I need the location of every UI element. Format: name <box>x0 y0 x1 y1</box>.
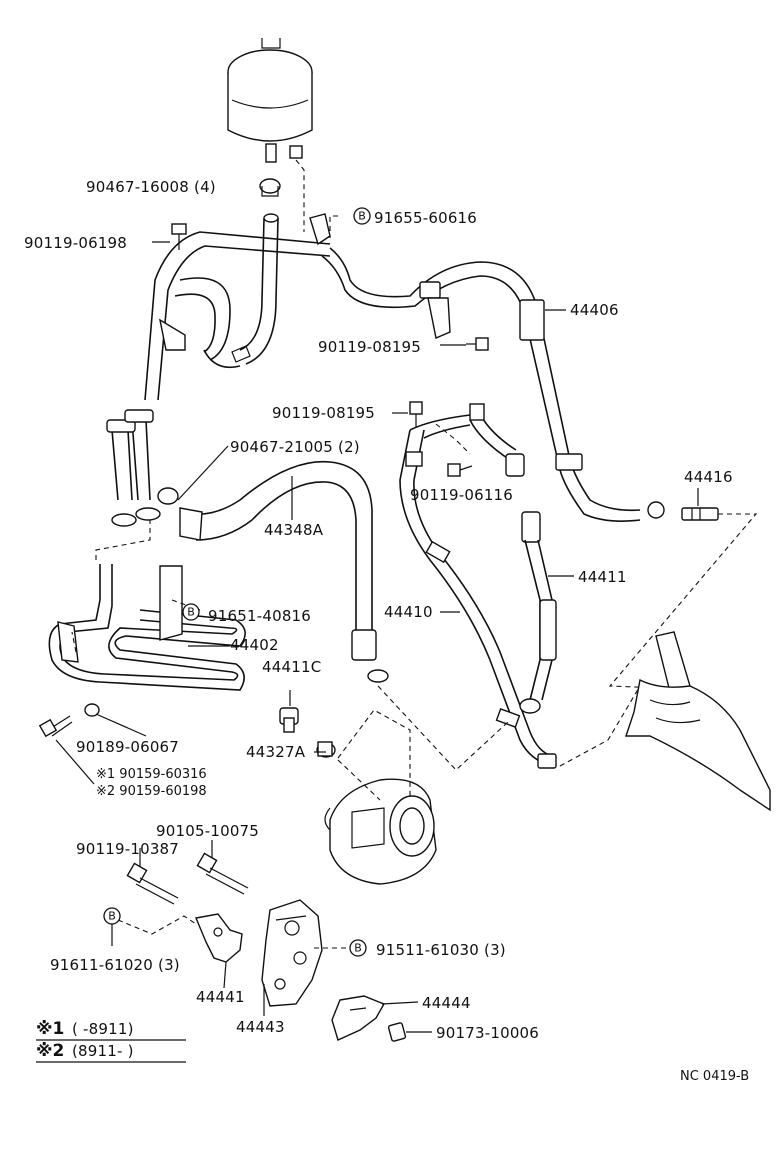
label-44411: 44411 <box>578 568 627 586</box>
clip-90173-10006 <box>387 1022 407 1042</box>
svg-text:B: B <box>187 606 195 619</box>
cooler-pipe-44402 <box>48 564 246 691</box>
label-44402: 44402 <box>230 636 279 654</box>
label-44443: 44443 <box>236 1018 285 1036</box>
label-90189-06067: 90189-06067 <box>76 738 179 756</box>
b-mark-91655: B <box>353 207 371 225</box>
hose-44406 <box>321 247 641 522</box>
label-90159-60316: ※1 90159-60316 <box>96 767 207 782</box>
svg-text:B: B <box>358 210 366 223</box>
label-44411C: 44411C <box>262 658 321 676</box>
bracket-44443 <box>261 899 323 1007</box>
label-44444: 44444 <box>422 994 471 1012</box>
hose-44348A <box>157 460 389 683</box>
note-1-mark: ※1 <box>36 1019 64 1039</box>
label-90159-60198: ※2 90159-60198 <box>96 784 207 799</box>
bracket-44444 <box>331 995 386 1041</box>
b-mark-91611: B <box>103 907 121 925</box>
svg-text:B: B <box>108 910 116 923</box>
label-90119-10387: 90119-10387 <box>76 840 179 858</box>
label-91655-60616: 91655-60616 <box>374 209 477 227</box>
svg-text:B: B <box>354 942 362 955</box>
hose-44411 <box>469 403 557 714</box>
b-mark-91651: B <box>182 603 200 621</box>
label-91511-61030: 91511-61030 (3) <box>376 941 506 959</box>
bolt-90119-10387 <box>126 862 179 905</box>
label-90467-16008: 90467-16008 (4) <box>86 178 216 196</box>
fitting-44416 <box>681 488 719 521</box>
label-44406: 44406 <box>570 301 619 319</box>
note-2-range: (8911- ) <box>72 1042 134 1060</box>
applicability-notes: ※1 ( -8911) ※2 (8911- ) <box>36 1019 186 1063</box>
label-90119-08195-a: 90119-08195 <box>318 338 421 356</box>
note-1-range: ( -8911) <box>72 1020 134 1038</box>
label-44416: 44416 <box>684 468 733 486</box>
bolt-90119-08195-b <box>409 401 423 428</box>
power-steering-pump <box>324 778 437 885</box>
label-44327A: 44327A <box>246 743 306 761</box>
tube-44410 <box>399 414 557 769</box>
label-91651-40816: 91651-40816 <box>208 607 311 625</box>
label-44410: 44410 <box>384 603 433 621</box>
upper-hose-assembly <box>106 213 331 527</box>
bolt-44327A <box>316 741 336 758</box>
clamp-90467-16008 <box>259 178 281 197</box>
screw-90159 <box>38 715 73 738</box>
bolt-90119-06116 <box>447 463 473 477</box>
bolt-90119-08195-a <box>466 337 489 351</box>
grommet-90189-06067 <box>84 703 100 717</box>
fitting-44411C <box>279 707 299 733</box>
label-90119-08195-b: 90119-08195 <box>272 404 375 422</box>
label-90119-06116: 90119-06116 <box>410 486 513 504</box>
bolt-90119-06198 <box>171 223 187 250</box>
label-44441: 44441 <box>196 988 245 1006</box>
label-44348A: 44348A <box>264 521 324 539</box>
reservoir-tank <box>227 38 313 163</box>
steering-gear <box>625 631 771 812</box>
label-90119-06198: 90119-06198 <box>24 234 127 252</box>
label-90105-10075: 90105-10075 <box>156 822 259 840</box>
label-90467-21005: 90467-21005 (2) <box>230 438 360 456</box>
bolt-90105-10075 <box>196 852 249 895</box>
bracket-44441 <box>195 913 243 963</box>
b-mark-91511: B <box>349 939 367 957</box>
label-90173-10006: 90173-10006 <box>436 1024 539 1042</box>
note-2-mark: ※2 <box>36 1041 64 1061</box>
label-91611-61020: 91611-61020 (3) <box>50 956 180 974</box>
diagram-code: NC 0419-B <box>680 1069 749 1084</box>
